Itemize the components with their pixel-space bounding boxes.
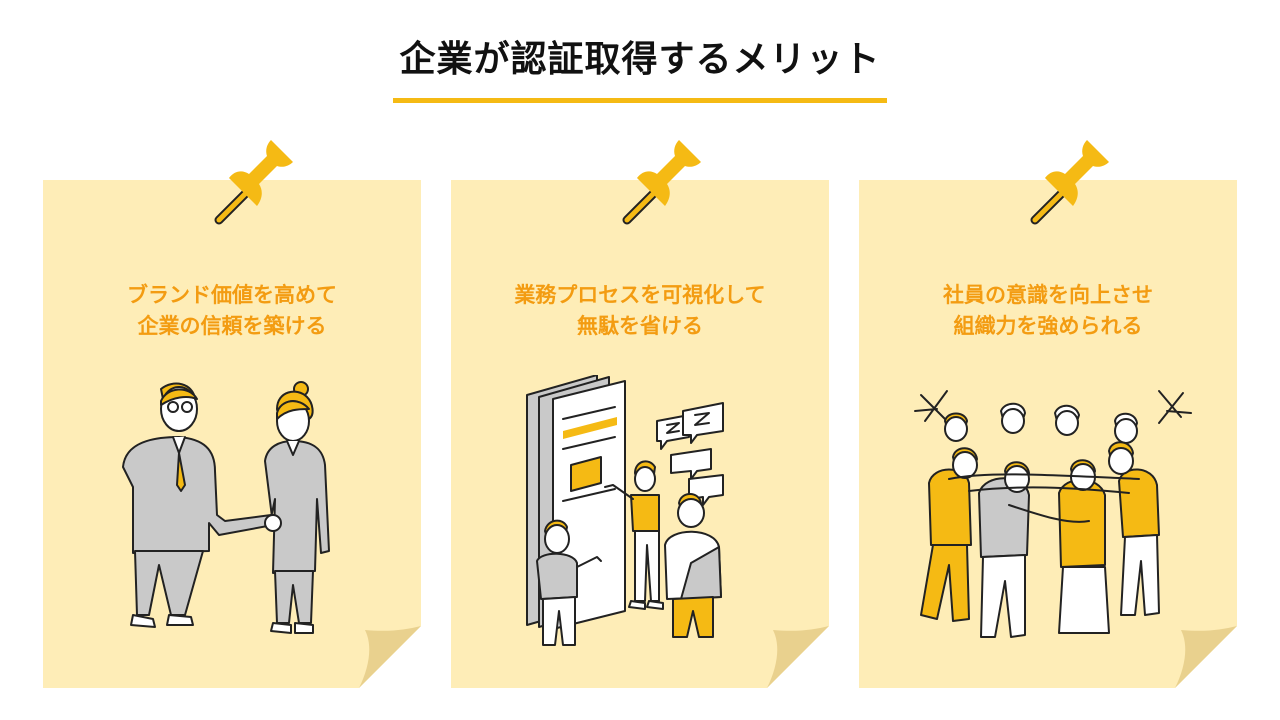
push-pin-icon (214, 140, 293, 225)
caption-line-2: 無駄を省ける (577, 314, 703, 338)
card-caption: 業務プロセスを可視化して 無駄を省ける (451, 280, 829, 342)
card-caption: ブランド価値を高めて 企業の信頼を築ける (43, 280, 421, 342)
caption-line-1: ブランド価値を高めて (127, 283, 337, 307)
card-caption: 社員の意識を向上させ 組織力を強められる (859, 280, 1237, 342)
page-title: 企業が認証取得するメリット (399, 39, 881, 80)
handshake-illustration (122, 381, 330, 634)
merit-card-process: 業務プロセスを可視化して 無駄を省ける (451, 140, 829, 688)
team-huddle-illustration (914, 390, 1192, 638)
caption-line-1: 業務プロセスを可視化して (514, 283, 766, 307)
title-underline (393, 98, 887, 103)
merit-card-brand: ブランド価値を高めて 企業の信頼を築ける (43, 140, 421, 688)
push-pin-icon (622, 140, 701, 225)
caption-line-2: 企業の信頼を築ける (137, 314, 327, 338)
push-pin-icon (1030, 140, 1109, 225)
business-process-illustration (526, 375, 724, 646)
caption-line-2: 組織力を強められる (953, 314, 1143, 338)
caption-line-1: 社員の意識を向上させ (943, 283, 1153, 307)
merit-card-team: 社員の意識を向上させ 組織力を強められる (859, 140, 1237, 688)
